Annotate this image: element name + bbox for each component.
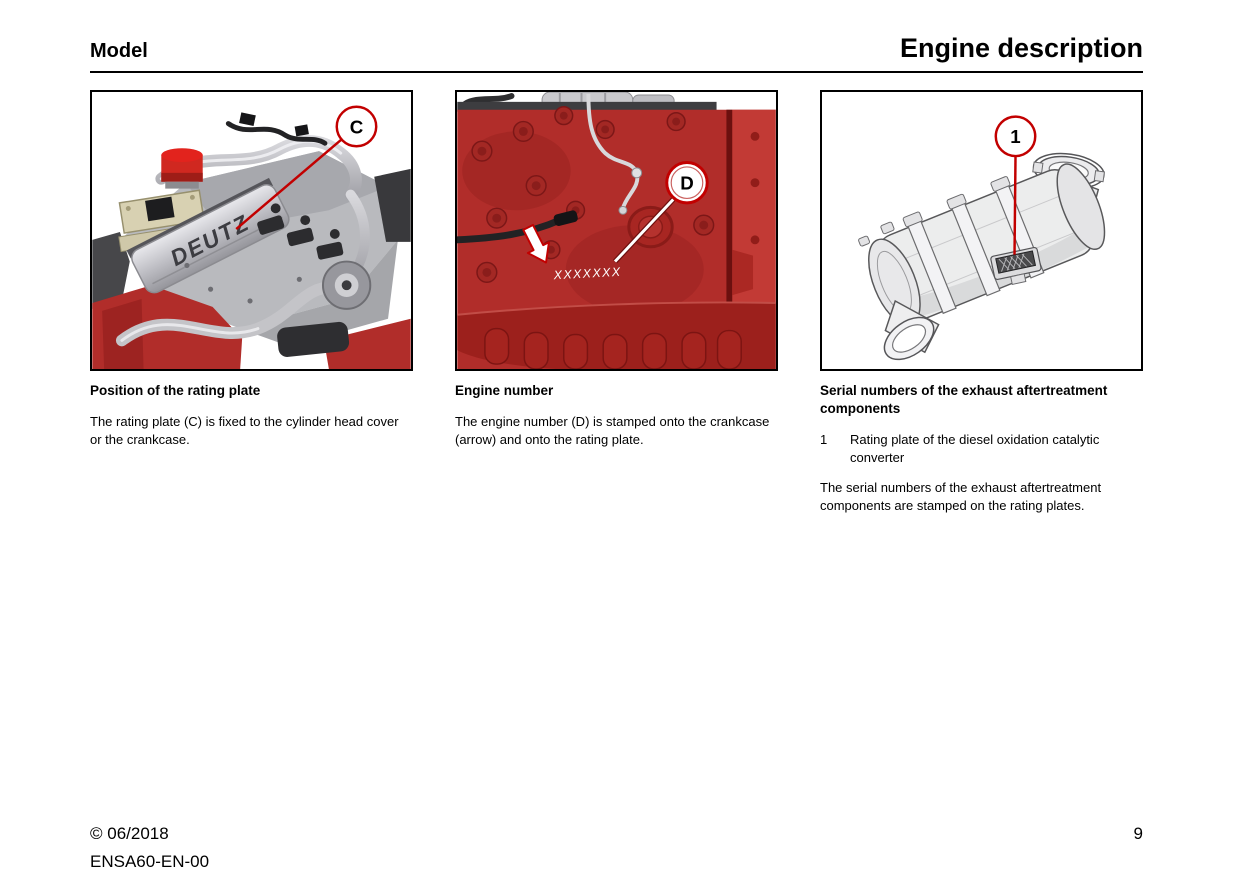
figure-frame: XXXXXXX D: [455, 90, 778, 371]
header-divider: [90, 71, 1143, 73]
crankcase-photo-illustration: XXXXXXX D: [457, 92, 776, 369]
copyright-date: © 06/2018: [90, 824, 169, 843]
page-number: 9: [1133, 824, 1143, 843]
figure-caption: Engine number: [455, 383, 554, 398]
catalytic-converter-drawing: 1: [858, 115, 1106, 361]
legend-text: Rating plate of the diesel oxidation cat…: [850, 432, 1100, 465]
document-code: ENSA60-EN-00: [90, 852, 210, 871]
figure-caption: Serial numbers of the exhaust aftertreat…: [820, 383, 1108, 416]
figure-description: The rating plate (C) is fixed to the cyl…: [90, 414, 399, 447]
figure-rating-plate-position: DEUTZ: [90, 90, 413, 514]
rating-plate: [990, 246, 1042, 285]
figure-frame: DEUTZ: [90, 90, 413, 371]
callout-d-label: D: [680, 173, 694, 194]
figure-row: DEUTZ: [90, 90, 1143, 514]
footer-left: © 06/2018 ENSA60-EN-00: [90, 820, 209, 876]
callout-1: 1: [994, 115, 1037, 255]
callout-c: C: [235, 105, 378, 230]
header-section-left: Model: [90, 40, 148, 62]
figure-description: The serial numbers of the exhaust aftert…: [820, 480, 1102, 513]
engine-photo-illustration: DEUTZ: [92, 105, 411, 369]
callout-c-label: C: [350, 116, 364, 137]
figure-aftertreatment-serials: 1 Serial numbers of the exhaust aftertre…: [820, 90, 1143, 514]
figure-engine-number: XXXXXXX D Engine number The e: [455, 90, 778, 514]
callout-d: D: [613, 161, 709, 264]
figure-description: The engine number (D) is stamped onto th…: [455, 414, 770, 447]
legend-item: 1 Rating plate of the diesel oxidation c…: [820, 431, 1143, 466]
legend-number: 1: [820, 432, 828, 447]
figure-caption: Position of the rating plate: [90, 383, 261, 398]
stamped-engine-number: XXXXXXX: [552, 265, 621, 283]
page-title: Engine description: [899, 33, 1143, 63]
figure-frame: 1: [820, 90, 1143, 371]
callout-1-label: 1: [1010, 126, 1020, 147]
arrow-marker-icon: [522, 223, 550, 264]
